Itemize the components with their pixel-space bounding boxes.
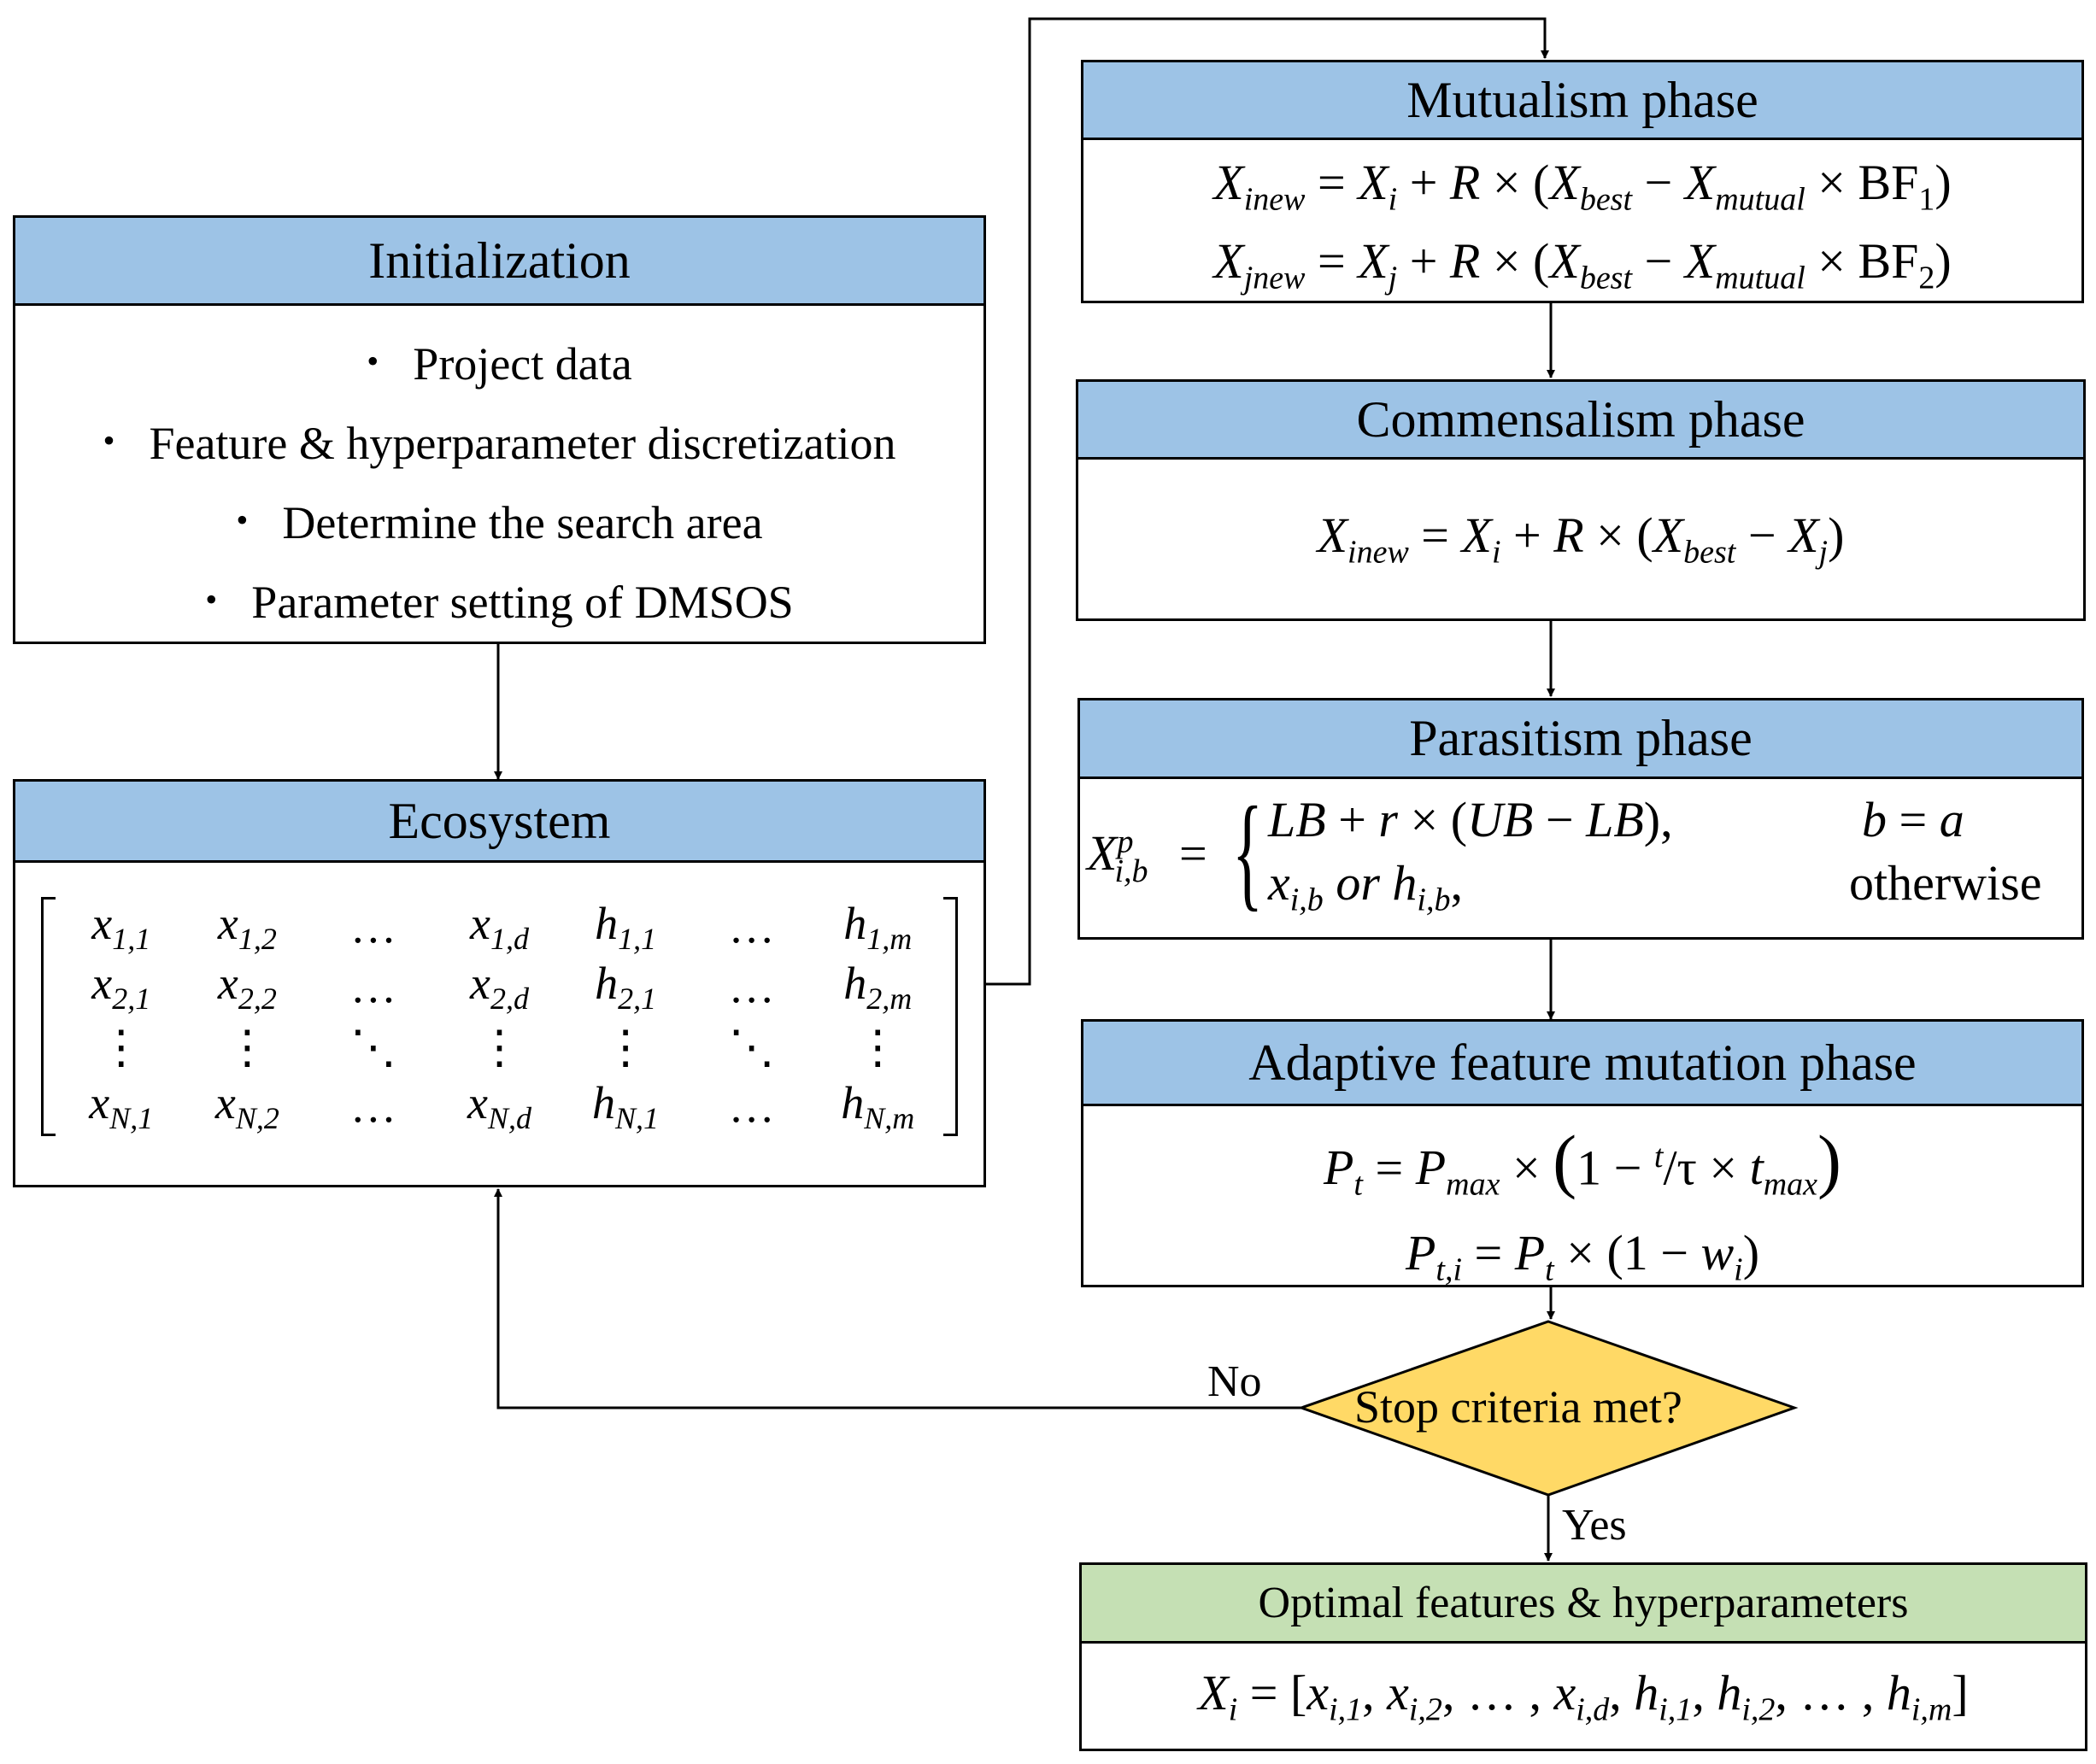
initialization-title: Initialization xyxy=(15,218,983,306)
list-item: Project data xyxy=(15,326,983,406)
mutation-box: Adaptive feature mutation phase Pt = Pma… xyxy=(1081,1019,2084,1288)
mutualism-title: Mutualism phase xyxy=(1083,62,2081,140)
list-item: Parameter setting of DMSOS xyxy=(15,565,983,644)
parasitism-condition-2: otherwise xyxy=(1849,855,2042,911)
matrix-cell: … xyxy=(349,901,396,952)
matrix-cell: xN,d xyxy=(467,1077,531,1135)
matrix-cell: x1,2 xyxy=(217,898,277,956)
mutualism-equation-1: Xinew = Xi + R × (Xbest − Xmutual × BF1) xyxy=(1213,155,1952,218)
matrix-cell: h1,1 xyxy=(595,898,657,956)
parasitism-title: Parasitism phase xyxy=(1080,700,2081,779)
parasitism-brace: { xyxy=(1232,781,1263,923)
matrix-cell: ⋱ xyxy=(349,1021,396,1073)
matrix-cell: ⋱ xyxy=(728,1021,775,1073)
arrow-decision-no-to-ecosystem xyxy=(494,1188,1301,1409)
matrix-cell: ⋮ xyxy=(224,1021,271,1073)
matrix-cell: x2,2 xyxy=(217,958,277,1016)
ecosystem-title: Ecosystem xyxy=(15,782,983,863)
matrix-cell: … xyxy=(728,1081,775,1132)
matrix-cell: x1,d xyxy=(470,898,529,956)
matrix-left-bracket xyxy=(41,897,56,1136)
commensalism-title: Commensalism phase xyxy=(1078,382,2083,460)
matrix-cell: … xyxy=(728,961,775,1012)
arrow-ecosystem-to-mutualism xyxy=(985,17,1549,986)
mutation-title: Adaptive feature mutation phase xyxy=(1083,1022,2081,1106)
decision-question: Stop criteria met? xyxy=(1354,1381,1682,1433)
decision-yes-label: Yes xyxy=(1562,1501,1627,1550)
decision-diamond xyxy=(1297,1320,1799,1497)
initialization-list: Project data Feature & hyperparameter di… xyxy=(15,306,983,644)
matrix-cell: … xyxy=(349,1081,396,1132)
matrix-cell: x1,1 xyxy=(91,898,151,956)
initialization-box: Initialization Project data Feature & hy… xyxy=(13,215,986,644)
parasitism-condition-1: b = a xyxy=(1862,792,1964,847)
matrix-cell: x2,d xyxy=(470,958,529,1016)
matrix-cell: xN,2 xyxy=(214,1077,279,1135)
matrix-cell: … xyxy=(349,961,396,1012)
matrix-cell: h2,1 xyxy=(595,958,657,1016)
matrix-cell: h1,m xyxy=(843,898,913,956)
commensalism-equation: Xinew = Xi + R × (Xbest − Xj) xyxy=(1317,507,1845,571)
mutualism-box: Mutualism phase Xinew = Xi + R × (Xbest … xyxy=(1081,60,2084,303)
matrix-cell: hN,1 xyxy=(592,1077,660,1135)
ecosystem-matrix: x1,1 x1,2 … x1,d h1,1 … h1,m x2,1 x2,2 … x2,d h2,1 …… xyxy=(41,897,958,1136)
optimal-title: Optimal features & hyperparameters xyxy=(1082,1565,2085,1644)
parasitism-case-1: LB + r × (UB − LB), xyxy=(1268,792,1673,847)
ecosystem-box: Ecosystem x1,1 x1,2 … x1,d h1,1 … h1,m x2,1 x2,2… xyxy=(13,779,986,1187)
optimal-box: Optimal features & hyperparameters Xi = … xyxy=(1079,1562,2087,1751)
mutualism-equation-2: Xjnew = Xj + R × (Xbest − Xmutual × BF2) xyxy=(1213,232,1952,296)
matrix-cell: … xyxy=(728,901,775,952)
parasitism-case-2: xi,b or hi,b, xyxy=(1268,855,1463,918)
matrix-cell: x2,1 xyxy=(91,958,151,1016)
optimal-equation: Xi = [xi,1, xi,2, … , xi,d, hi,1, hi,2, … xyxy=(1198,1664,1969,1728)
matrix-cell: xN,1 xyxy=(89,1077,154,1135)
matrix-right-bracket xyxy=(943,897,958,1136)
list-item: Feature & hyperparameter discretization xyxy=(15,406,983,485)
matrix-cell: ⋮ xyxy=(602,1021,649,1073)
parasitism-box: Parasitism phase Xpi,b = { LB + r × (UB … xyxy=(1077,698,2084,940)
list-item: Determine the search area xyxy=(15,485,983,565)
commensalism-box: Commensalism phase Xinew = Xi + R × (Xbe… xyxy=(1076,379,2086,621)
mutation-equation-2: Pt,i = Pt × (1 − wi) xyxy=(1405,1224,1760,1288)
matrix-cell: hN,m xyxy=(841,1077,915,1135)
parasitism-lhs: Xpi,b = xyxy=(1087,824,1207,890)
matrix-grid: x1,1 x1,2 … x1,d h1,1 … h1,m x2,1 x2,2 … x2,d h2,1 …… xyxy=(58,897,941,1136)
decision-no-label: No xyxy=(1207,1357,1262,1406)
mutation-equation-1: Pt = Pmax × (1 − t/τ × tmax) xyxy=(1323,1121,1841,1203)
matrix-cell: ⋮ xyxy=(97,1021,144,1073)
matrix-cell: ⋮ xyxy=(476,1021,523,1073)
matrix-cell: ⋮ xyxy=(854,1021,901,1073)
matrix-cell: h2,m xyxy=(843,958,913,1016)
